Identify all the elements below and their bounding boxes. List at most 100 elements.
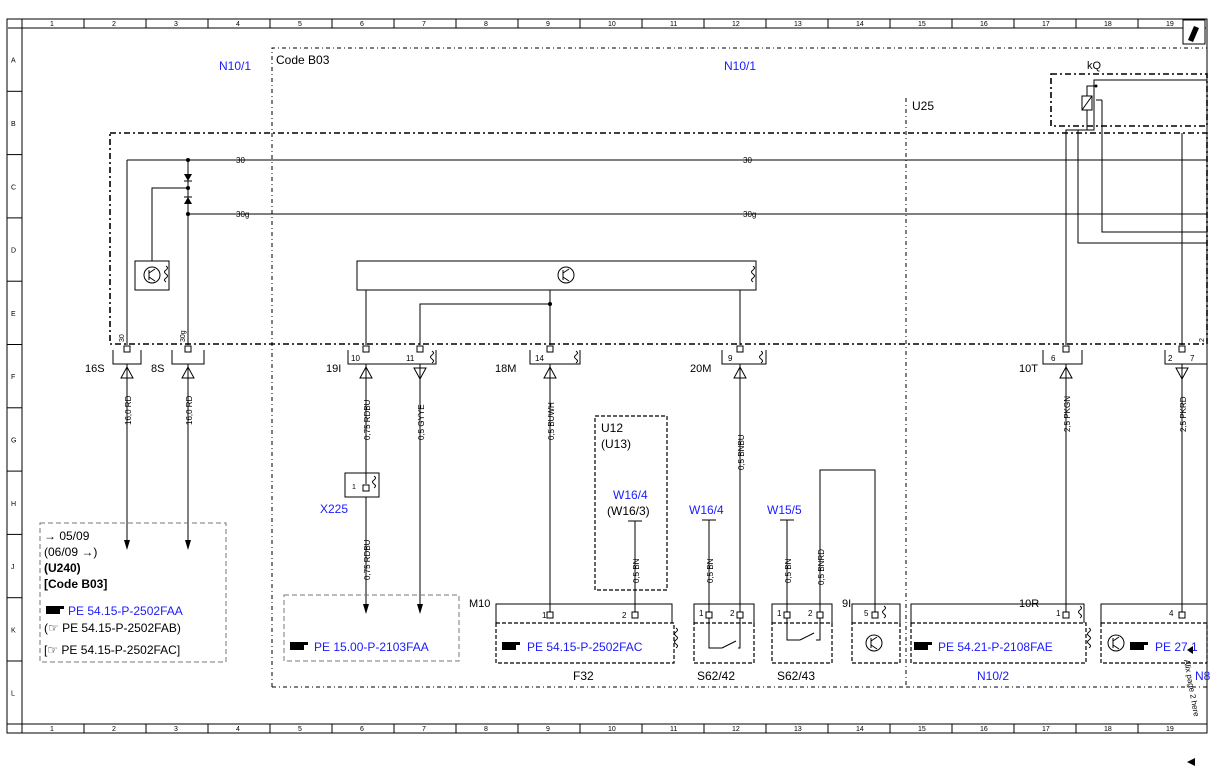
- ref-pe-54-21[interactable]: PE 54.21-P-2108FAE: [938, 640, 1053, 654]
- conn-9i-label: 9I: [842, 598, 851, 610]
- pin-6-label: 6: [1051, 354, 1056, 363]
- pin-11-label: 11: [406, 354, 415, 363]
- code-b03-boundary: [271, 47, 1207, 687]
- wire-075rdbu-b: 0,75 RDBU: [363, 539, 372, 580]
- column-label: 7: [422, 726, 426, 733]
- u12-box: [594, 415, 668, 591]
- s62-42-label: S62/42: [697, 669, 735, 683]
- w15-5-label[interactable]: W15/5: [767, 503, 802, 517]
- f32-box: [495, 622, 675, 664]
- transistor-icon: [1107, 634, 1125, 652]
- n10-1-left-label[interactable]: N10/1: [219, 59, 251, 73]
- column-label: 19: [1166, 726, 1174, 733]
- s62-42-switch: [693, 622, 755, 664]
- column-label: 3: [174, 726, 178, 733]
- pencil-icon[interactable]: [1182, 19, 1206, 45]
- variant-note-box: [39, 522, 227, 663]
- column-label: 18: [1104, 21, 1112, 28]
- column-label: 19: [1166, 21, 1174, 28]
- column-label: 12: [732, 726, 740, 733]
- column-label: 8: [484, 21, 488, 28]
- n10-2-label[interactable]: N10/2: [977, 669, 1009, 683]
- row-label: H: [11, 501, 16, 508]
- pin-9-label: 9: [728, 354, 733, 363]
- row-label: K: [11, 627, 16, 634]
- column-label: 2: [112, 726, 116, 733]
- row-label: L: [11, 691, 15, 698]
- note-line-2: (06/09 →): [44, 545, 97, 559]
- column-label: 16: [980, 726, 988, 733]
- transistor-icon: [143, 266, 161, 284]
- diode: [184, 174, 192, 181]
- column-label: 9: [546, 21, 550, 28]
- column-label: 12: [732, 21, 740, 28]
- ref-pe-27[interactable]: PE 27.1: [1155, 640, 1198, 654]
- kq-label: kQ: [1087, 60, 1102, 72]
- row-label: G: [11, 437, 16, 444]
- x225-label[interactable]: X225: [320, 502, 348, 516]
- conn-20m-label: 20M: [690, 363, 711, 375]
- row-label: F: [11, 374, 15, 381]
- pin-30-label: 30: [119, 334, 126, 342]
- connector-18m: [529, 350, 581, 365]
- s62-43-switch: [771, 622, 833, 664]
- connector-pins: [123, 345, 1186, 353]
- ref-pe-54-15-fac-a[interactable]: [☞ PE 54.15-P-2502FAC]: [44, 643, 180, 657]
- column-label: 11: [670, 726, 677, 733]
- ref-pe-15-00[interactable]: PE 15.00-P-2103FAA: [314, 640, 429, 654]
- note-line-1: → 05/09: [44, 529, 90, 543]
- bus-30-right-label: 30: [743, 156, 752, 165]
- wire-05bnrd: 0,5 BNRD: [817, 549, 826, 585]
- column-label: 3: [174, 21, 178, 28]
- column-label: 5: [298, 21, 302, 28]
- conn-19i-label: 19I: [326, 363, 341, 375]
- pointing-hand-icon: [502, 642, 520, 650]
- n8-partial-label[interactable]: N8: [1195, 669, 1211, 683]
- pin-10-label: 10: [351, 354, 360, 363]
- column-label: 14: [856, 726, 864, 733]
- pin-terminal: [184, 345, 192, 353]
- conn-8s-label: 8S: [151, 363, 164, 375]
- x225-connector: [344, 472, 380, 498]
- wire-05bn-b: 0,5 BN: [706, 558, 715, 583]
- pin-5-label: 5: [864, 609, 869, 618]
- column-label: 8: [484, 726, 488, 733]
- wire-05bn-c: 0,5 BN: [784, 558, 793, 583]
- u12-label: U12: [601, 421, 623, 435]
- u25-label: U25: [912, 99, 934, 113]
- wire-05gyye: 0,5 GYYE: [417, 404, 426, 440]
- row-label: B: [11, 121, 16, 128]
- column-label: 17: [1042, 21, 1050, 28]
- wire-075rdbu-a: 0,75 RDBU: [363, 399, 372, 440]
- diode: [184, 197, 192, 204]
- row-label: J: [11, 564, 15, 571]
- ref-pe-54-15-fac-b[interactable]: PE 54.15-P-2502FAC: [527, 640, 643, 654]
- bus-30g-left-label: 30g: [236, 210, 249, 219]
- outer-frame: [6, 18, 1208, 734]
- svg-text:1: 1: [352, 484, 356, 491]
- s62-43-label: S62/43: [777, 669, 815, 683]
- transistor-icon: [557, 266, 575, 284]
- column-label: 9: [546, 726, 550, 733]
- n10-1-center-label[interactable]: N10/1: [724, 59, 756, 73]
- bus-30-left-label: 30: [236, 156, 245, 165]
- ref-pe-54-15-faa[interactable]: PE 54.15-P-2502FAA: [68, 604, 183, 618]
- column-label: 10: [608, 21, 616, 28]
- transistor-icon: [865, 634, 883, 652]
- w16-4-b-label[interactable]: W16/4: [689, 503, 724, 517]
- pin-30g-label: 30g: [180, 330, 187, 342]
- column-label: 4: [236, 21, 240, 28]
- connector-20m: [721, 350, 767, 365]
- conn-18m-label: 18M: [495, 363, 516, 375]
- pin-terminal: [546, 345, 554, 353]
- column-label: 5: [298, 726, 302, 733]
- column-label: 4: [236, 726, 240, 733]
- ref-pe-54-15-fab[interactable]: (☞ PE 54.15-P-2502FAB): [44, 621, 181, 635]
- conn-10t-label: 10T: [1019, 363, 1038, 375]
- wire-05bnbu: 0,5 BNBU: [737, 434, 746, 470]
- note-line-3: (U240): [44, 561, 81, 575]
- pin-7-label: 7: [1190, 354, 1195, 363]
- column-label: 11: [670, 21, 677, 28]
- pin-terminal: [1178, 345, 1186, 353]
- w16-4-a-label[interactable]: W16/4: [613, 488, 648, 502]
